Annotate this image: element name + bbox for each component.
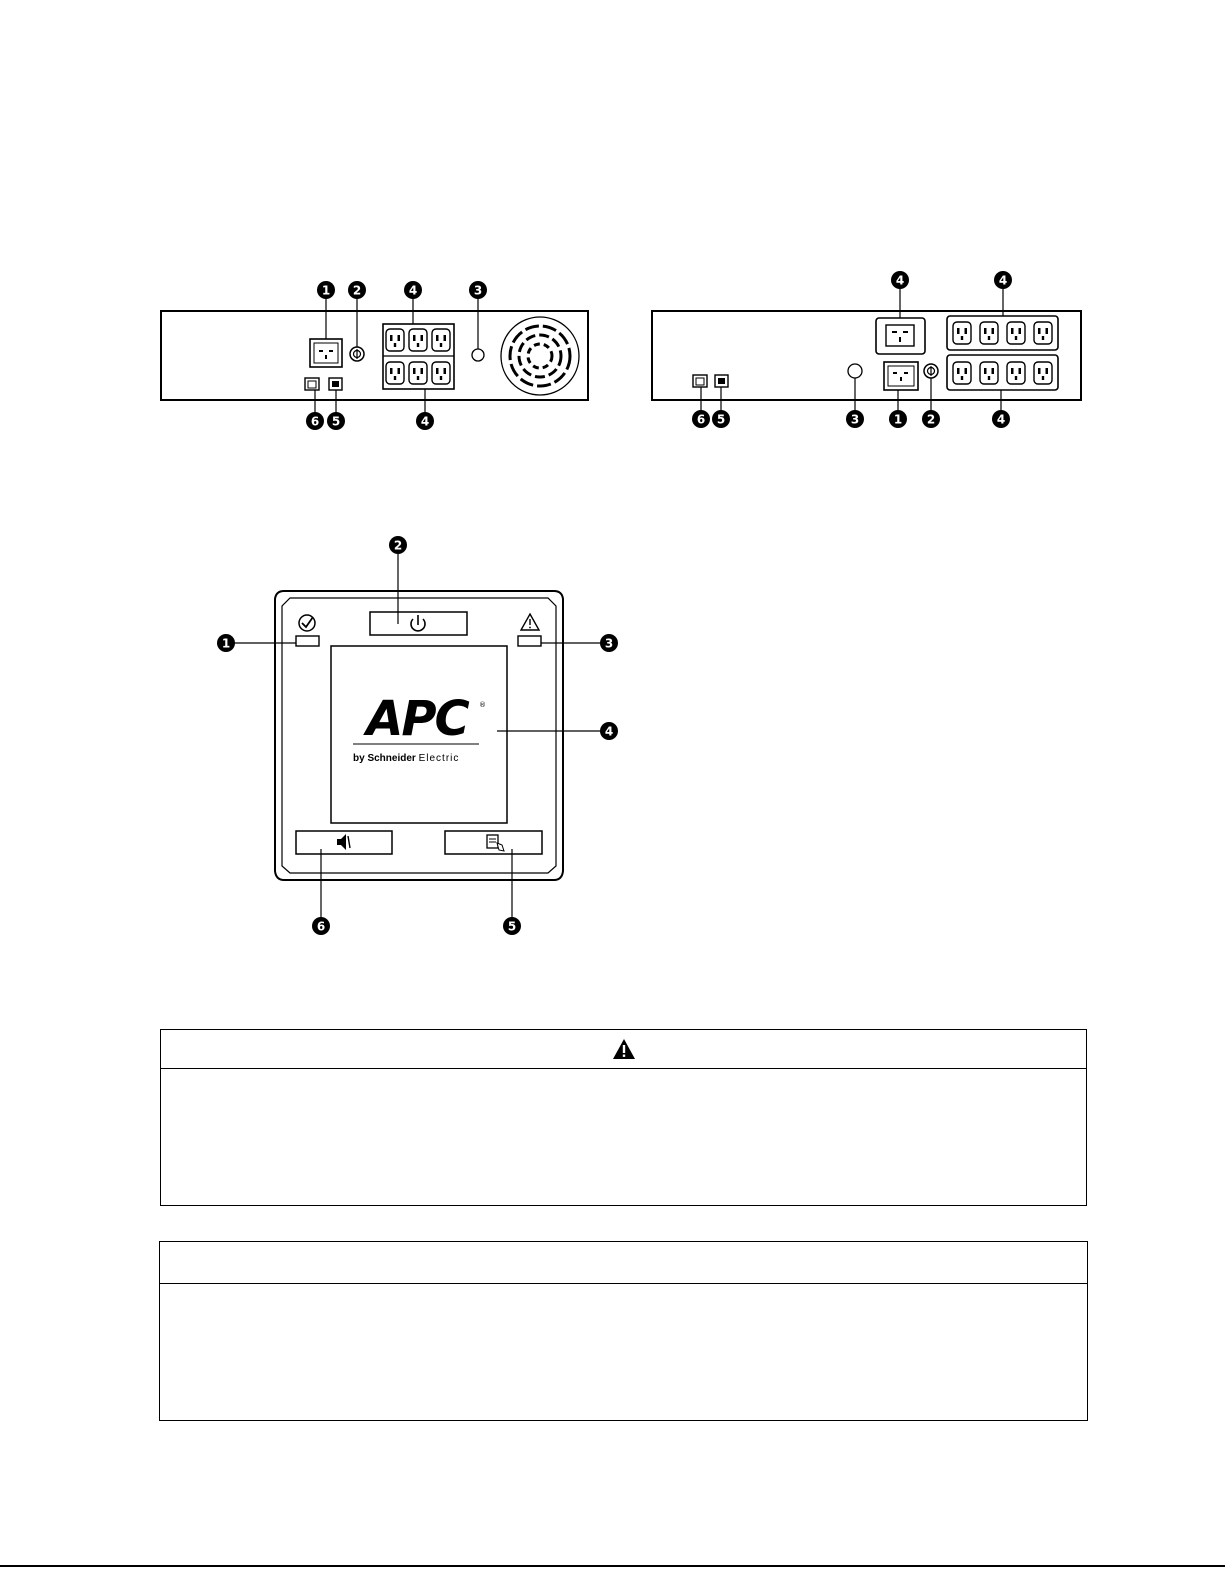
svg-text:6: 6 [317, 920, 325, 934]
callout-badge: 4 [891, 271, 909, 289]
callout-badge: 2 [348, 281, 366, 299]
svg-text:2: 2 [927, 413, 935, 427]
svg-text:2: 2 [394, 539, 402, 553]
notice-box-header [160, 1242, 1087, 1284]
svg-text:5: 5 [508, 920, 516, 934]
page-bottom-rule [0, 1565, 1225, 1567]
svg-text:4: 4 [999, 274, 1007, 288]
callout-badge: 4 [404, 281, 422, 299]
warning-triangle-icon [612, 1039, 635, 1059]
callout-badge: 2 [922, 410, 940, 428]
callout-badge: 5 [503, 917, 521, 935]
svg-text:5: 5 [717, 413, 725, 427]
svg-text:2: 2 [353, 284, 361, 298]
callout-badge: 4 [416, 412, 434, 430]
callout-badge: 3 [846, 410, 864, 428]
svg-text:4: 4 [421, 415, 429, 429]
callout-badge: 2 [389, 536, 407, 554]
callout-badge: 6 [692, 410, 710, 428]
callout-badge: 6 [306, 412, 324, 430]
callout-badge: 4 [992, 410, 1010, 428]
callout-badge: 4 [994, 271, 1012, 289]
callout-badge: 5 [327, 412, 345, 430]
svg-text:6: 6 [697, 413, 705, 427]
svg-text:1: 1 [894, 413, 902, 427]
warning-box-header [161, 1030, 1086, 1069]
svg-text:1: 1 [322, 284, 330, 298]
callout-badge: 6 [312, 917, 330, 935]
svg-text:1: 1 [222, 637, 230, 651]
callout-badge: 4 [600, 722, 618, 740]
callout-badge: 3 [600, 634, 618, 652]
svg-text:4: 4 [409, 284, 417, 298]
svg-text:3: 3 [474, 284, 482, 298]
svg-text:3: 3 [605, 637, 613, 651]
svg-text:4: 4 [896, 274, 904, 288]
callout-badge: 1 [317, 281, 335, 299]
warning-box [160, 1029, 1087, 1206]
callout-badge: 3 [469, 281, 487, 299]
svg-text:4: 4 [605, 725, 613, 739]
svg-text:3: 3 [851, 413, 859, 427]
callout-badge: 1 [217, 634, 235, 652]
callout-badge: 1 [889, 410, 907, 428]
svg-text:4: 4 [997, 413, 1005, 427]
callout-badge: 5 [712, 410, 730, 428]
svg-text:6: 6 [311, 415, 319, 429]
notice-box [159, 1241, 1088, 1421]
svg-text:5: 5 [332, 415, 340, 429]
